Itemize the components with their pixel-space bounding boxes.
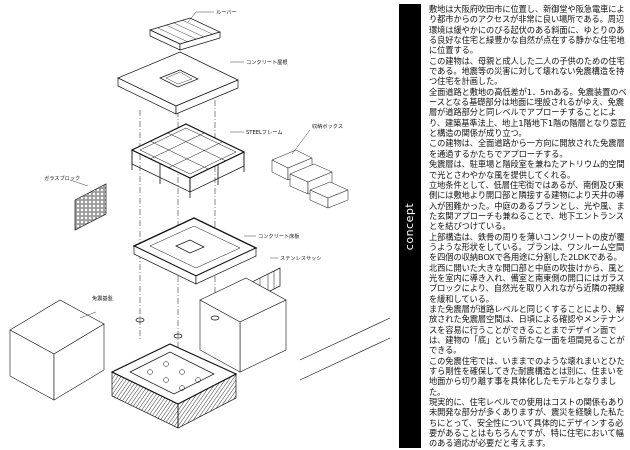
neighbor-houses — [9, 277, 391, 401]
paragraph: また免震層が道路レベルと同じくすることにより、解放された免震層空間は、日頃による… — [429, 303, 625, 356]
leader-lines — [69, 11, 311, 319]
section-tab-label: concept — [403, 202, 417, 250]
section-tab: concept — [399, 4, 421, 448]
label-storage-box: 収納ボックス — [312, 122, 343, 130]
paragraph: この免震住宅では、いままでのような壊れまいとひたすら剛性を確保してきた耐震構造と… — [429, 355, 625, 397]
paragraph: 上部構造は、鉄骨の周りを薄いコンクリートの皮が覆うような形状をしている。プランは… — [429, 231, 625, 304]
paragraph: 現実的に、住宅レベルでの使用はコストの関係もあり未開発な部分が多くありますが、震… — [429, 397, 625, 448]
label-glass-block: ガラスブロック — [44, 174, 80, 182]
label-concrete-floor: コンクリート床板 — [258, 232, 300, 240]
isolation-base-element — [110, 315, 238, 429]
paragraph: 敷地は大阪府吹田市に位置し、新御堂や阪急電車により都市からのアクセスが非常に良い… — [429, 4, 625, 56]
louver-element — [149, 17, 221, 51]
paragraph: この建物は、母親と成人した二人の子供のための住宅である。地震等の災害に対して壊れ… — [429, 55, 625, 87]
label-louver: ルーバー — [216, 9, 237, 16]
paragraph: 免震層は、駐車場と階段室を兼ねたアトリウム的空間で光とさわやかな風を提供してくれ… — [429, 159, 625, 180]
paragraph: 立地条件として、低層住宅街ではあるが、南側及び東側には敷地より開口部と隣接する建… — [429, 179, 625, 232]
exploded-axonometric-drawing: ルーバー コンクリート屋根 STEELフレーム 収納ボックス ガラスブロック コ… — [9, 9, 391, 429]
label-stainless-sash: ステンレスサッシ — [280, 255, 322, 262]
storage-box-element — [271, 149, 349, 209]
concrete-roof-element — [117, 51, 239, 115]
label-concrete-roof: コンクリート屋根 — [246, 58, 288, 66]
glass-block-element — [74, 183, 107, 231]
concept-text: 敷地は大阪府吹田市に位置し、新御堂や阪急電車により都市からのアクセスが非常に良い… — [429, 4, 627, 448]
concrete-floor-element — [132, 217, 258, 285]
label-steel-frame: STEELフレーム — [246, 129, 283, 136]
paragraph: 全面道路と敷地の高低差が1．5mある。免震装置のベースとなる基礎部分は地面に埋設… — [429, 86, 627, 139]
label-quake-base: 免震基盤 — [92, 294, 113, 302]
steel-frame-element — [130, 123, 246, 198]
paragraph: この建物は、全面道路から一方向に開放された免震層を通過するかたちでアプローチする… — [429, 138, 625, 159]
